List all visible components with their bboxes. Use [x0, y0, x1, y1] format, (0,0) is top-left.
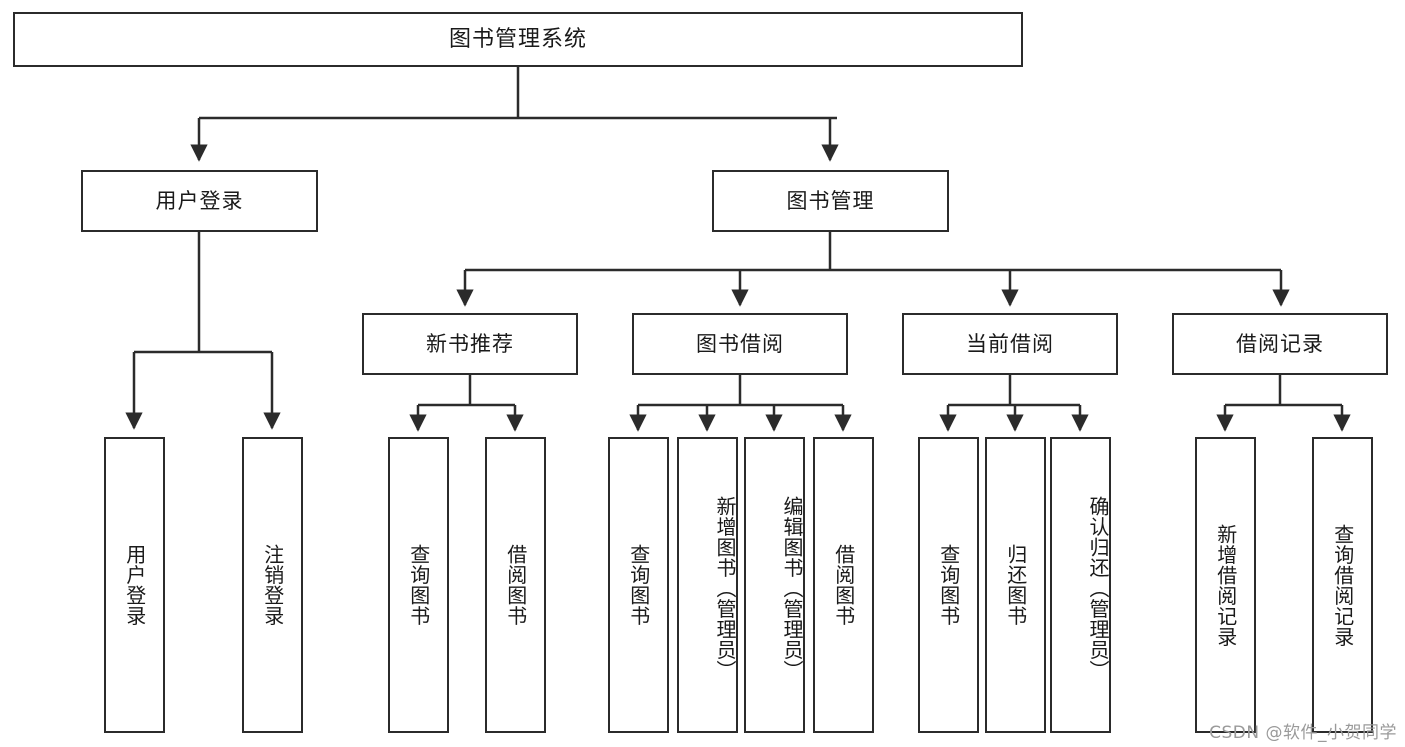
node-label: 新增图书（管理员） [713, 495, 737, 681]
node-label: 当前借阅 [966, 331, 1054, 356]
leaf-current-borrow-confirm-return[interactable]: 确认归还（管理员） [1050, 437, 1111, 733]
node-label: 图书管理系统 [448, 26, 587, 52]
leaf-new-book-borrow[interactable]: 借阅图书 [485, 437, 546, 733]
node-borrow-record[interactable]: 借阅记录 [1172, 313, 1388, 375]
node-label: 用户登录 [155, 188, 244, 213]
node-user-login[interactable]: 用户登录 [81, 170, 318, 232]
node-label: 查询图书 [936, 544, 961, 626]
leaf-book-borrow-borrow[interactable]: 借阅图书 [813, 437, 874, 733]
node-label: 借阅记录 [1236, 331, 1324, 356]
node-label: 注销登录 [260, 544, 285, 626]
node-label: 确认归还（管理员） [1086, 495, 1110, 681]
leaf-user-login-logout[interactable]: 注销登录 [242, 437, 303, 733]
node-label: 归还图书 [1003, 544, 1028, 626]
leaf-borrow-record-add[interactable]: 新增借阅记录 [1195, 437, 1256, 733]
node-current-borrow[interactable]: 当前借阅 [902, 313, 1118, 375]
leaf-current-borrow-return[interactable]: 归还图书 [985, 437, 1046, 733]
watermark-text: CSDN @软件_小贺同学 [1209, 723, 1397, 743]
node-label: 编辑图书（管理员） [780, 495, 804, 681]
node-label: 图书管理 [786, 188, 875, 213]
leaf-book-borrow-add[interactable]: 新增图书（管理员） [677, 437, 738, 733]
node-label: 新书推荐 [426, 331, 514, 356]
node-book-management[interactable]: 图书管理 [712, 170, 949, 232]
leaf-book-borrow-edit[interactable]: 编辑图书（管理员） [744, 437, 805, 733]
leaf-current-borrow-query[interactable]: 查询图书 [918, 437, 979, 733]
node-root-system[interactable]: 图书管理系统 [13, 12, 1023, 67]
node-book-borrow[interactable]: 图书借阅 [632, 313, 848, 375]
leaf-borrow-record-query[interactable]: 查询借阅记录 [1312, 437, 1373, 733]
leaf-user-login-login[interactable]: 用户登录 [104, 437, 165, 733]
node-label: 图书借阅 [696, 331, 784, 356]
node-label: 查询借阅记录 [1330, 523, 1355, 647]
node-label: 借阅图书 [831, 544, 856, 626]
node-label: 查询图书 [626, 544, 651, 626]
leaf-new-book-query[interactable]: 查询图书 [388, 437, 449, 733]
node-new-book-recommend[interactable]: 新书推荐 [362, 313, 578, 375]
node-label: 借阅图书 [503, 544, 528, 626]
node-label: 新增借阅记录 [1213, 523, 1238, 647]
node-label: 查询图书 [406, 544, 431, 626]
leaf-book-borrow-query[interactable]: 查询图书 [608, 437, 669, 733]
node-label: 用户登录 [122, 544, 147, 626]
